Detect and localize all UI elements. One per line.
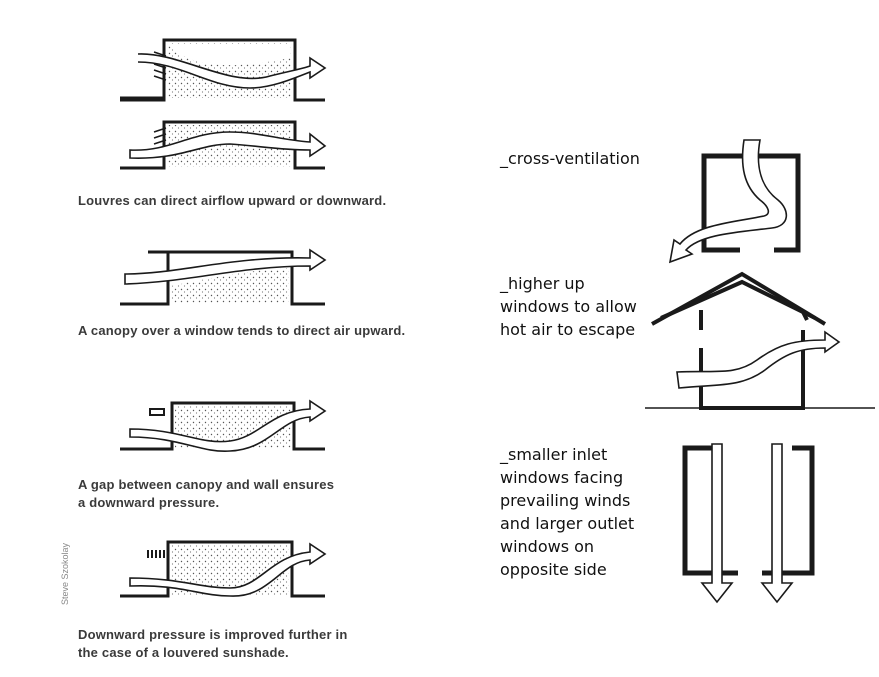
label-line: windows facing [500, 468, 624, 487]
caption-louvered-sunshade: Downward pressure is improved further in… [78, 626, 348, 662]
caption-line: Downward pressure is improved further in [78, 627, 348, 642]
house-stack-ventilation-diagram [645, 271, 875, 410]
canopy-diagram [120, 248, 327, 306]
caption-line: A gap between canopy and wall ensures [78, 477, 335, 492]
label-cross-ventilation: _cross-ventilation [500, 147, 640, 170]
label-inlet-outlet: _smaller inlet windows facing prevailing… [500, 443, 634, 581]
label-line: and larger outlet [500, 514, 635, 533]
label-line: opposite side [500, 560, 607, 579]
caption-gap: A gap between canopy and wall ensures a … [78, 476, 334, 512]
label-line: _smaller inlet [500, 445, 608, 464]
label-line: prevailing winds [500, 491, 631, 510]
credit-text: Steve Szokolay [60, 542, 70, 605]
louvre-diagram [120, 38, 327, 170]
label-line: _higher up [500, 274, 585, 293]
caption-line: A canopy over a window tends to direct a… [78, 323, 406, 338]
cross-ventilation-diagram [668, 139, 801, 264]
label-line: windows on [500, 537, 595, 556]
caption-line: a downward pressure. [78, 495, 220, 510]
label-line: windows to allow [500, 297, 637, 316]
caption-line: Louvres can direct airflow upward or dow… [78, 193, 387, 208]
caption-louvres: Louvres can direct airflow upward or dow… [78, 192, 386, 210]
label-higher-windows: _higher up windows to allow hot air to e… [500, 272, 637, 341]
gap-canopy-diagram [120, 399, 327, 452]
caption-canopy: A canopy over a window tends to direct a… [78, 322, 405, 340]
label-line: hot air to escape [500, 320, 636, 339]
label-line: _cross-ventilation [500, 149, 640, 168]
caption-line: the case of a louvered sunshade. [78, 645, 289, 660]
louvered-sunshade-diagram [120, 540, 327, 598]
inlet-outlet-windows-diagram [682, 443, 815, 604]
